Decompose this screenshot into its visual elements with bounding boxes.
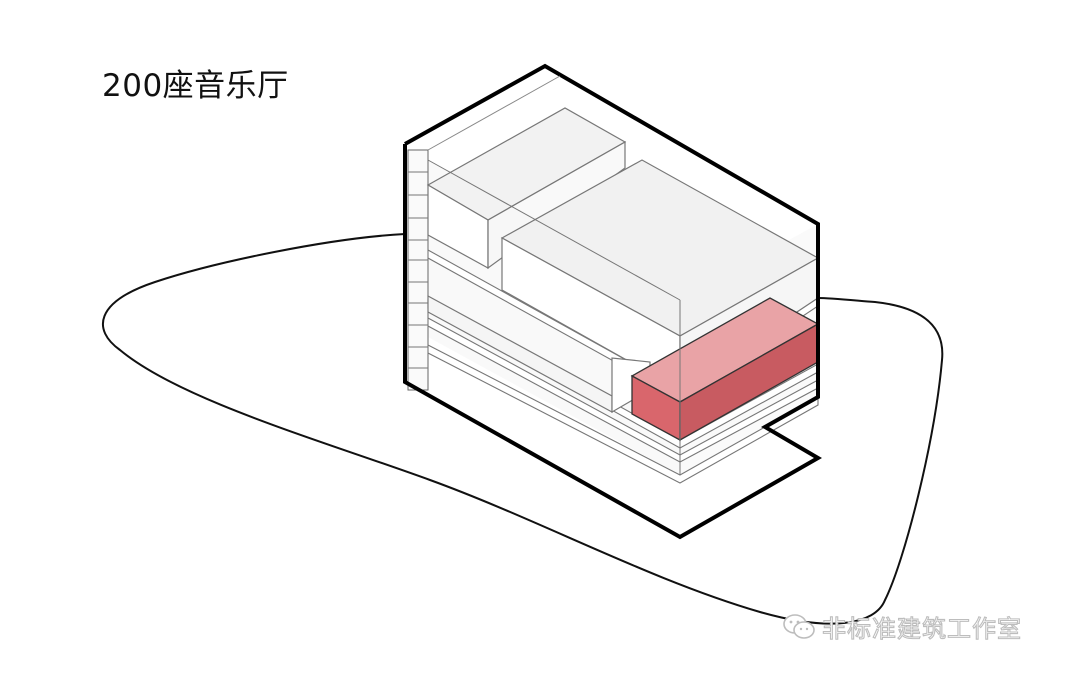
watermark-text: 非标准建筑工作室 — [821, 614, 1022, 643]
inner-corner-edge — [427, 159, 681, 301]
watermark: 非标准建筑工作室 — [782, 609, 1022, 644]
wechat-icon — [783, 613, 815, 639]
concert-hall-volume — [630, 297, 820, 442]
end-wall-slats — [407, 149, 429, 391]
site-boundary — [102, 233, 944, 625]
top-front-edge — [427, 75, 561, 151]
building-section-outline — [403, 63, 822, 540]
diagram-title: 200座音乐厅 — [102, 68, 289, 104]
